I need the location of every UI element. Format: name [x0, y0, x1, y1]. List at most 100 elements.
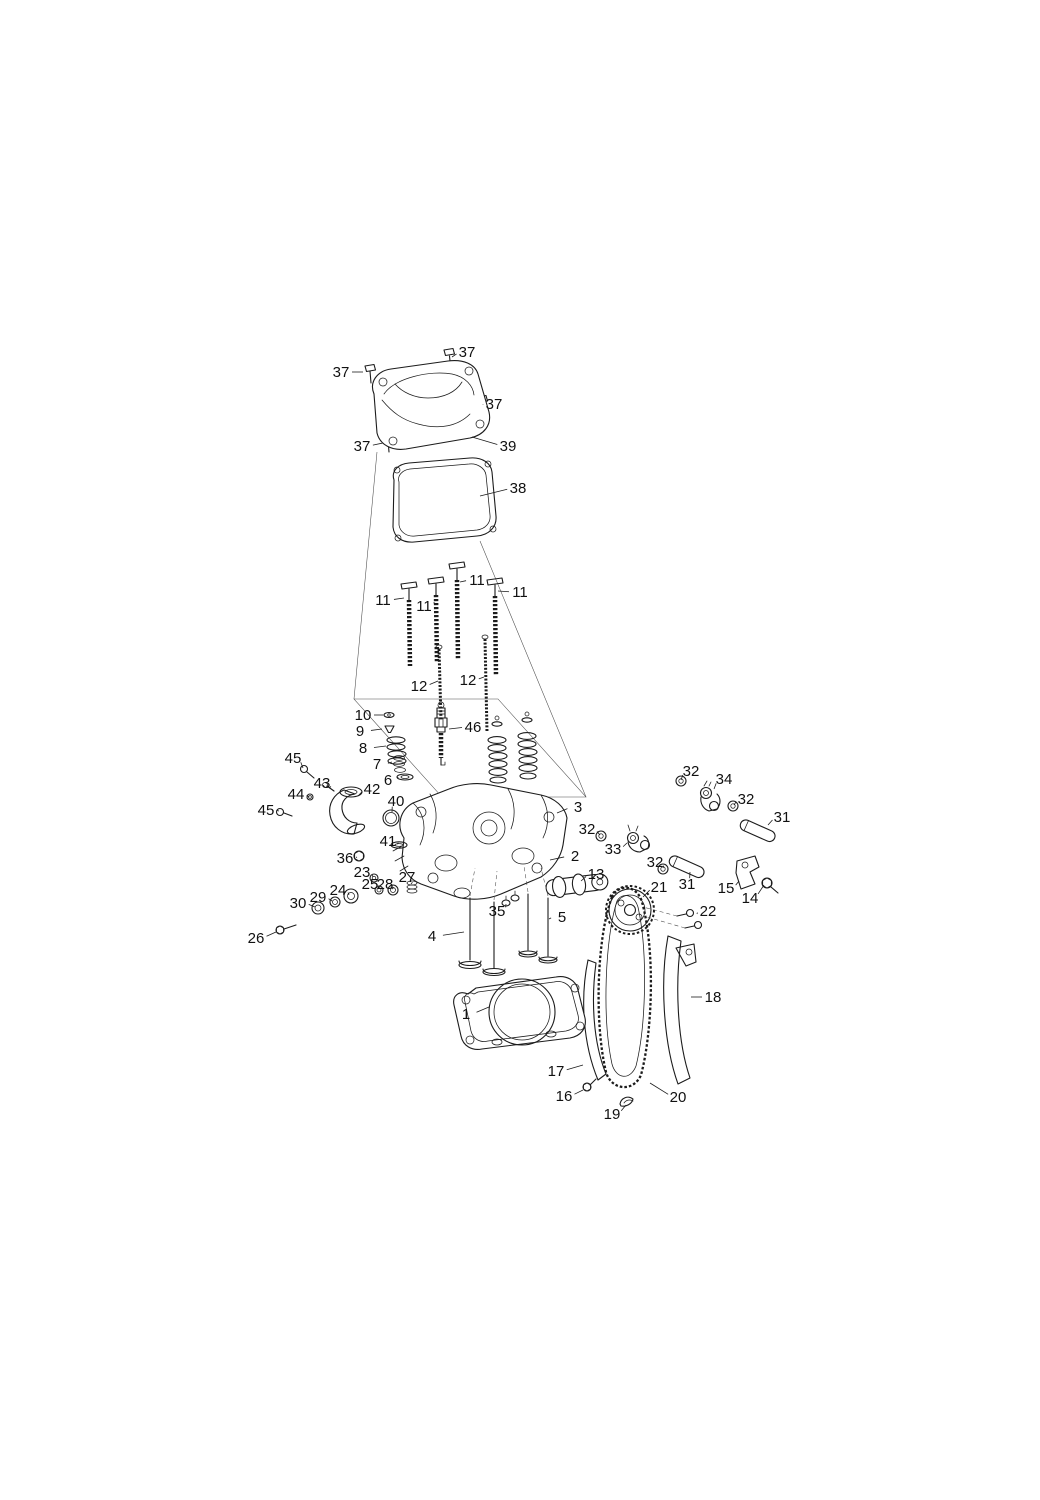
part-callout-14: 14: [742, 890, 759, 907]
leader-line-25: [377, 886, 380, 890]
leader-line-6: [396, 776, 399, 779]
retainer-clip: [619, 1096, 634, 1107]
small-spring: [406, 880, 418, 894]
valve-spring-inner: [393, 755, 406, 773]
leader-line-9: [370, 728, 383, 731]
leader-line-14: [757, 884, 765, 895]
leader-line-29: [328, 898, 333, 902]
leader-line-12: [429, 680, 439, 685]
part-callout-43: 43: [314, 775, 331, 792]
leader-line-4: [442, 931, 465, 936]
part-callout-37: 37: [354, 438, 371, 455]
spring-retainer: [491, 715, 503, 727]
sprocket-bolt: [684, 920, 703, 930]
part-callout-6: 6: [384, 772, 392, 789]
part-callout-18: 18: [705, 989, 722, 1006]
part-callout-21: 21: [651, 879, 668, 896]
part-callout-40: 40: [388, 793, 405, 810]
part-callout-37: 37: [459, 344, 476, 361]
spring-retainer: [383, 711, 395, 719]
spark-plug: [434, 701, 448, 766]
part-callout-30: 30: [290, 895, 307, 912]
leader-line-39: [471, 436, 498, 445]
rocker-shaft: [739, 819, 776, 843]
intake-washer: [306, 793, 314, 801]
intake-bolt: [275, 807, 293, 817]
exhaust-valve: [518, 865, 538, 958]
leader-line-42: [357, 791, 363, 797]
intake-valve: [458, 867, 482, 970]
leader-line-11: [393, 597, 405, 600]
exhaust-valve: [538, 867, 558, 964]
thrust-washer: [675, 775, 687, 787]
part-callout-27: 27: [399, 869, 416, 886]
leader-line-43: [328, 786, 332, 789]
valve-spring-outer: [487, 736, 508, 784]
leader-line-37: [372, 442, 384, 446]
rocker-shaft: [668, 855, 705, 879]
part-callout-44: 44: [288, 786, 305, 803]
ring-28: [387, 884, 399, 896]
leader-line-1: [476, 1006, 490, 1013]
intake-bolt: [299, 764, 315, 779]
part-callout-25: 25: [362, 876, 379, 893]
rocker-arm-intake: [626, 824, 651, 853]
part-callout-35: 35: [489, 903, 506, 920]
part-callout-37: 37: [333, 364, 350, 381]
leader-line-44: [306, 795, 310, 798]
leader-line-45: [276, 810, 280, 812]
leader-line-15: [735, 880, 740, 886]
leader-line-41: [396, 842, 399, 845]
part-callout-46: 46: [465, 719, 482, 736]
cap-nut: [353, 850, 365, 862]
spring-seat: [396, 773, 414, 781]
leader-line-37: [451, 353, 457, 358]
leader-line-30: [308, 904, 316, 908]
part-callout-26: 26: [248, 930, 265, 947]
sprocket-bolt: [676, 908, 695, 918]
part-callout-17: 17: [548, 1063, 565, 1080]
part-callout-32: 32: [579, 821, 596, 838]
part-callout-36: 36: [337, 850, 354, 867]
part-callout-3: 3: [574, 799, 582, 816]
part-callout-38: 38: [510, 480, 527, 497]
leader-line-13: [580, 876, 587, 882]
part-callout-20: 20: [670, 1089, 687, 1106]
part-callout-33: 33: [605, 841, 622, 858]
leader-line-32: [596, 831, 601, 836]
part-callout-37: 37: [486, 396, 503, 413]
part-callout-13: 13: [588, 866, 605, 883]
valve-collet: [384, 725, 395, 734]
leader-line-27: [410, 881, 413, 885]
part-callout-22: 22: [700, 903, 717, 920]
stay-bolt: [761, 877, 779, 894]
part-callout-28: 28: [377, 876, 394, 893]
part-callout-45: 45: [285, 750, 302, 767]
thrust-washer: [595, 830, 607, 842]
leader-line-12: [478, 676, 485, 680]
part-callout-12: 12: [411, 678, 428, 695]
spring-retainer: [521, 711, 533, 723]
intake-joint: [329, 786, 366, 835]
valve-spring-outer: [517, 732, 538, 780]
leader-line-32: [662, 865, 665, 869]
part-callout-34: 34: [716, 771, 733, 788]
chain-guide-front: [583, 959, 607, 1081]
camshaft: [545, 873, 609, 898]
valve-stem-seal: [510, 890, 520, 902]
leader-line-32: [680, 774, 684, 781]
cylinder-head-bolt: [427, 576, 445, 664]
leader-line-24: [347, 892, 350, 896]
leader-line-34: [713, 783, 717, 790]
part-callout-1: 1: [462, 1006, 470, 1023]
sealing-washer: [390, 841, 408, 849]
leader-line-45: [300, 762, 304, 769]
part-callout-41: 41: [380, 833, 397, 850]
timing-chain: [597, 886, 653, 1089]
part-callout-4: 4: [428, 928, 436, 945]
thrust-washer: [727, 800, 739, 812]
part-callout-9: 9: [356, 723, 364, 740]
part-callout-16: 16: [556, 1088, 573, 1105]
